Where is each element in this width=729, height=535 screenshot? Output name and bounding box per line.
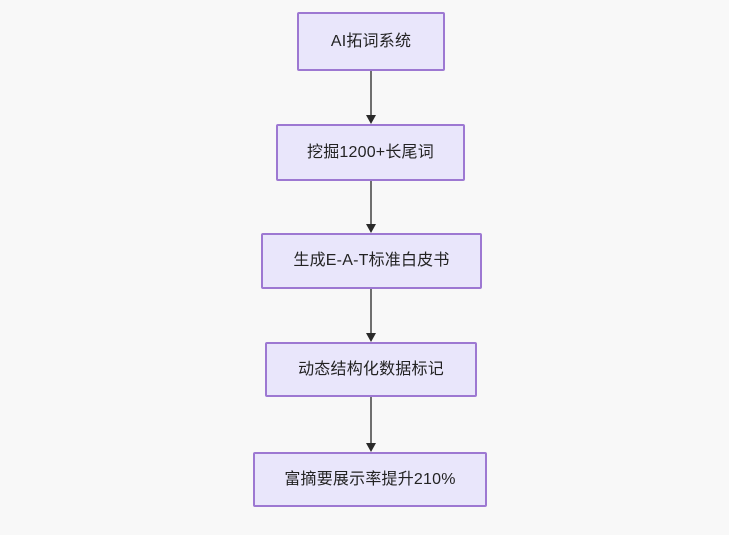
flow-node-n3[interactable]: 生成E-A-T标准白皮书 [261, 233, 482, 289]
flow-node-n2[interactable]: 挖掘1200+长尾词 [276, 124, 465, 181]
connector-line [370, 289, 372, 333]
flow-node-label: AI拓词系统 [330, 32, 412, 50]
arrowhead-down-icon [366, 333, 376, 342]
arrowhead-down-icon [366, 443, 376, 452]
flow-node-label: 挖掘1200+长尾词 [307, 143, 434, 161]
flow-node-label: 生成E-A-T标准白皮书 [293, 252, 450, 269]
flow-node-label: 富摘要展示率提升210% [284, 470, 456, 488]
arrowhead-down-icon [366, 115, 376, 124]
flow-node-n4[interactable]: 动态结构化数据标记 [265, 342, 477, 397]
connector-line [370, 397, 372, 443]
flow-node-label: 动态结构化数据标记 [298, 360, 444, 378]
connector-line [370, 181, 372, 224]
connector-line [370, 71, 372, 115]
flow-node-n5[interactable]: 富摘要展示率提升210% [253, 452, 487, 507]
flow-node-n1[interactable]: AI拓词系统 [297, 12, 445, 71]
arrowhead-down-icon [366, 224, 376, 233]
